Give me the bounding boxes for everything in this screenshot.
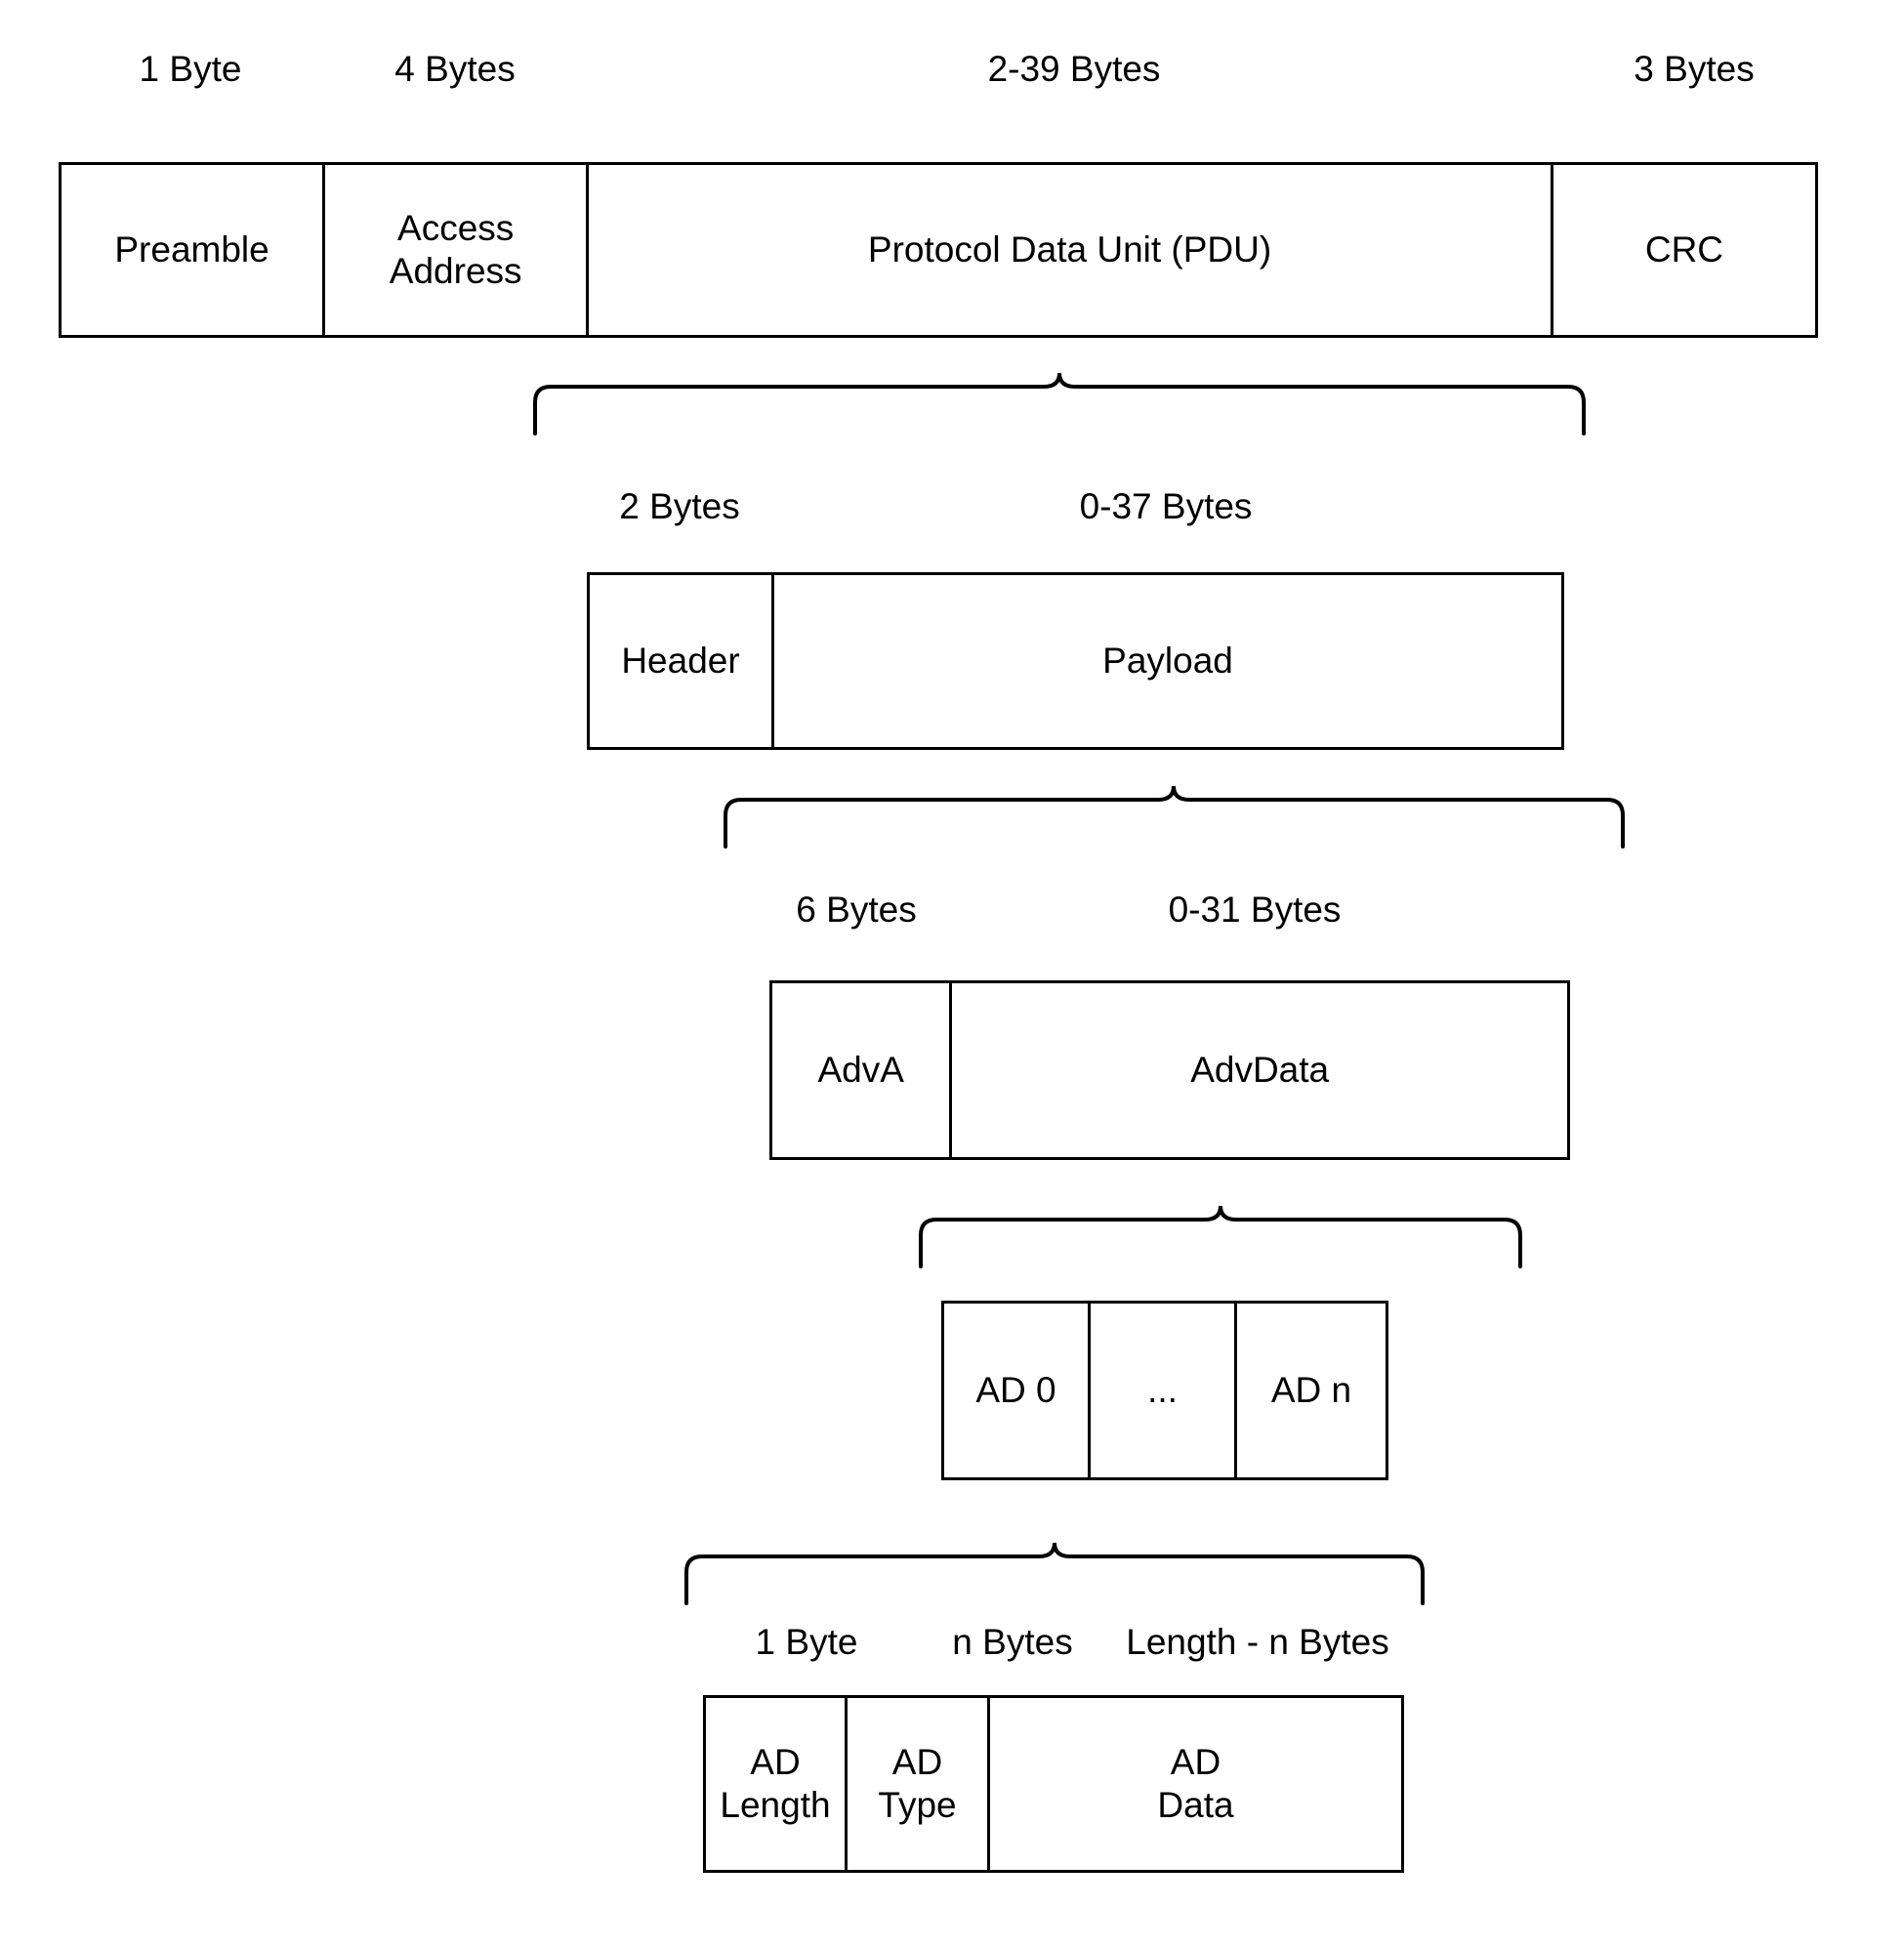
size-label-ad-type: n Bytes bbox=[952, 1622, 1073, 1662]
size-label-adva: 6 Bytes bbox=[796, 890, 917, 930]
brace-advdata-to-ad-list bbox=[918, 1205, 1523, 1268]
size-label-advdata: 0-31 Bytes bbox=[1168, 890, 1342, 930]
link-layer-packet-row: Preamble Access Address Protocol Data Un… bbox=[59, 162, 1818, 338]
ad-structure-row: AD Length AD Type AD Data bbox=[703, 1695, 1404, 1873]
size-label-ad-data: Length - n Bytes bbox=[1126, 1622, 1389, 1662]
field-payload[interactable]: Payload bbox=[1102, 641, 1233, 682]
brace-payload-to-adva-advdata bbox=[723, 785, 1626, 849]
field-ad-data[interactable]: AD Data bbox=[1157, 1742, 1234, 1825]
size-label-preamble: 1 Byte bbox=[139, 49, 242, 89]
field-ad-ellipsis[interactable]: ... bbox=[1091, 1304, 1238, 1477]
field-ad-n[interactable]: AD n bbox=[1270, 1370, 1352, 1411]
brace-ad0-to-ad-structure bbox=[683, 1542, 1426, 1605]
size-label-pdu: 2-39 Bytes bbox=[987, 49, 1161, 89]
field-ad-type[interactable]: AD Type bbox=[848, 1698, 990, 1870]
field-crc[interactable]: CRC bbox=[1644, 229, 1724, 270]
field-pdu[interactable]: Protocol Data Unit (PDU) bbox=[589, 165, 1553, 335]
field-adva[interactable]: AdvA bbox=[772, 983, 953, 1157]
brace-pdu-to-header-payload bbox=[532, 372, 1587, 435]
size-label-payload: 0-37 Bytes bbox=[1079, 486, 1253, 526]
pdu-row: Header Payload bbox=[587, 572, 1564, 750]
size-label-ad-length: 1 Byte bbox=[755, 1622, 858, 1662]
field-ad-0[interactable]: AD 0 bbox=[944, 1304, 1092, 1477]
field-access-address[interactable]: Access Address bbox=[325, 165, 590, 335]
field-preamble[interactable]: Preamble bbox=[62, 165, 326, 335]
size-label-crc: 3 Bytes bbox=[1634, 49, 1755, 89]
size-label-access-address: 4 Bytes bbox=[394, 49, 516, 89]
field-advdata[interactable]: AdvData bbox=[1190, 1050, 1330, 1091]
field-header[interactable]: Header bbox=[590, 575, 774, 747]
payload-row: AdvA AdvData bbox=[769, 980, 1570, 1160]
advdata-row: AD 0 ... AD n bbox=[941, 1301, 1388, 1480]
size-label-header: 2 Bytes bbox=[619, 486, 740, 526]
field-ad-length[interactable]: AD Length bbox=[706, 1698, 848, 1870]
